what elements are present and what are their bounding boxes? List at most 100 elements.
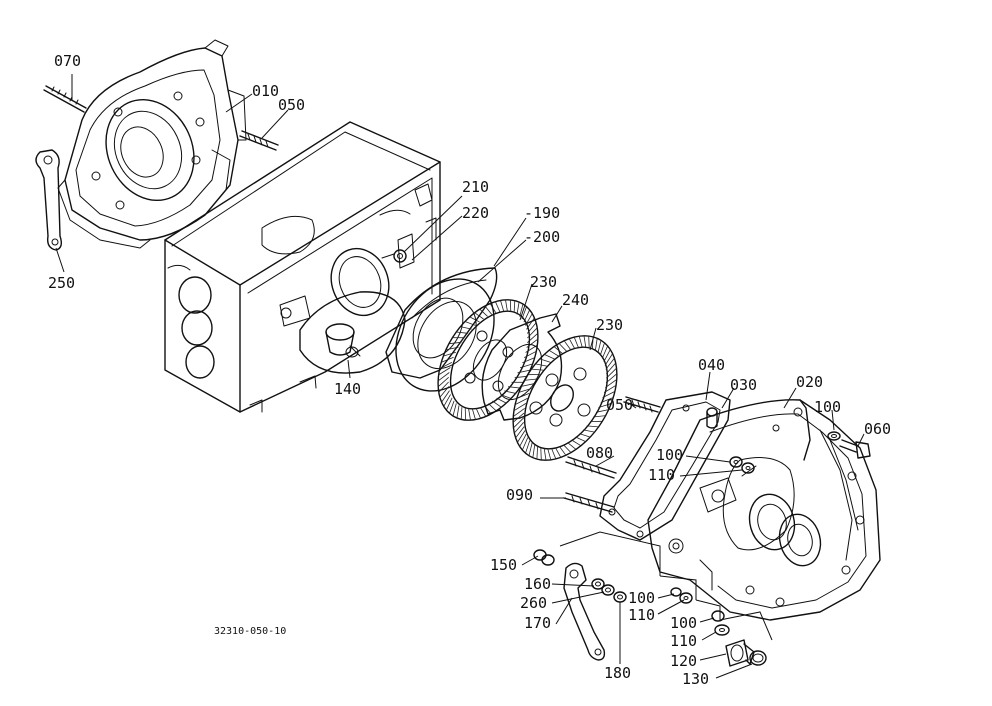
disc-hatch-line bbox=[583, 335, 587, 348]
disc-hatch-line bbox=[469, 316, 480, 323]
disc-hatch-line bbox=[551, 448, 557, 460]
washer-100-a bbox=[827, 431, 841, 441]
disc-hatch-line bbox=[603, 349, 611, 362]
friction-disc-230-a bbox=[437, 299, 539, 421]
disc-hatch-line bbox=[598, 403, 612, 408]
disc-hatch-line bbox=[514, 375, 528, 379]
disc-hatch-line bbox=[512, 412, 525, 423]
callout-260: 260 bbox=[520, 594, 547, 612]
disc-hatch-line bbox=[500, 300, 505, 312]
callout-230: 230 bbox=[596, 316, 623, 334]
disc-hatch-line bbox=[604, 353, 613, 366]
disc-hatch-line bbox=[456, 405, 460, 419]
disc-hatch-line bbox=[475, 408, 481, 419]
plate-200 bbox=[395, 278, 495, 392]
callout-150: 150 bbox=[490, 556, 517, 574]
disc-hatch-line bbox=[460, 407, 463, 420]
callout-180: 180 bbox=[604, 664, 631, 682]
disc-hatch-line bbox=[535, 363, 547, 367]
disc-hatch-line bbox=[526, 317, 535, 330]
o-rings-150 bbox=[533, 549, 555, 566]
disc-hatch-line bbox=[605, 379, 617, 389]
disc-hatch-line bbox=[526, 338, 539, 348]
disc-hatch-line bbox=[443, 394, 451, 407]
gasket-190 bbox=[385, 267, 498, 379]
disc-hatch-line bbox=[448, 341, 462, 345]
disc-hatch-line bbox=[518, 388, 532, 393]
disc-hatch-line bbox=[443, 351, 457, 357]
disc-hatch-line bbox=[521, 383, 535, 387]
disc-hatch-line bbox=[606, 367, 617, 379]
callout-100: 100 bbox=[656, 446, 683, 464]
disc-hatch-line bbox=[437, 377, 449, 387]
assembly-bracket-lines bbox=[559, 531, 773, 641]
callout-060: 060 bbox=[864, 420, 891, 438]
callout-100: 100 bbox=[670, 614, 697, 632]
clutch-housing-020 bbox=[647, 399, 881, 621]
plate-240 bbox=[481, 313, 563, 421]
disc-hatch-line bbox=[553, 346, 563, 354]
disc-hatch-line bbox=[441, 390, 450, 403]
disc-hatch-line bbox=[593, 415, 606, 418]
disc-hatch-line bbox=[517, 430, 526, 443]
callout-070: 070 bbox=[54, 52, 81, 70]
disc-hatch-line bbox=[558, 343, 567, 352]
callout-240: 240 bbox=[562, 291, 589, 309]
disc-hatch-line bbox=[519, 363, 533, 369]
o-ring-130 bbox=[749, 650, 767, 666]
disc-hatch-line bbox=[523, 309, 530, 323]
callout-210: 210 bbox=[462, 178, 489, 196]
callout-030: 030 bbox=[730, 376, 757, 394]
nut-260 bbox=[601, 584, 615, 596]
disc-hatch-line bbox=[528, 442, 533, 456]
callout-050: 050 bbox=[278, 96, 305, 114]
disc-hatch-line bbox=[519, 303, 524, 317]
disc-hatch-line bbox=[571, 439, 582, 447]
disc-hatch-line bbox=[605, 373, 618, 384]
disc-hatch-line bbox=[437, 372, 450, 382]
disc-hatch-line bbox=[595, 409, 609, 413]
nut-210 bbox=[393, 249, 407, 263]
disc-hatch-line bbox=[531, 368, 544, 371]
washer-160 bbox=[591, 578, 605, 590]
front-cover-010 bbox=[57, 39, 247, 249]
disc-hatch-line bbox=[509, 299, 512, 312]
disc-hatch-line bbox=[603, 384, 617, 393]
disc-hatch-line bbox=[555, 447, 562, 458]
callout-040: 040 bbox=[698, 356, 725, 374]
callout-130: 130 bbox=[682, 670, 709, 688]
disc-hatch-line bbox=[495, 301, 501, 312]
disc-hatch-line bbox=[504, 390, 516, 394]
disc-hatch-line bbox=[513, 403, 527, 412]
callout-010: 010 bbox=[252, 82, 279, 100]
disc-hatch-line bbox=[563, 444, 572, 453]
disc-hatch-line bbox=[516, 393, 530, 399]
disc-hatch-line bbox=[563, 340, 571, 350]
callout-140: 140 bbox=[334, 380, 361, 398]
disc-hatch-line bbox=[575, 436, 586, 442]
disc-hatch-line bbox=[524, 350, 537, 358]
disc-hatch-line bbox=[488, 403, 497, 412]
callout-170: 170 bbox=[524, 614, 551, 632]
disc-hatch-line bbox=[464, 408, 467, 421]
disc-hatch-line bbox=[573, 336, 579, 348]
callout-250: 250 bbox=[48, 274, 75, 292]
disc-hatch-line bbox=[527, 327, 538, 339]
disc-hatch-line bbox=[513, 300, 516, 313]
callout-050: 050 bbox=[606, 396, 633, 414]
callout-080: 080 bbox=[586, 444, 613, 462]
disc-hatch-line bbox=[479, 308, 488, 317]
stud-050-upper bbox=[239, 130, 279, 151]
nut-180 bbox=[613, 591, 627, 603]
nut-110-washer-100-c bbox=[670, 587, 693, 604]
disc-hatch-line bbox=[594, 338, 598, 351]
disc-hatch-line bbox=[456, 331, 468, 334]
disc-hatch-line bbox=[547, 448, 552, 460]
disc-hatch-line bbox=[597, 340, 602, 354]
disc-hatch-line bbox=[536, 446, 538, 460]
disc-hatch-line bbox=[578, 336, 583, 348]
disc-hatch-line bbox=[452, 403, 457, 417]
callout-200: -200 bbox=[524, 228, 560, 246]
gasket-040 bbox=[599, 391, 731, 541]
